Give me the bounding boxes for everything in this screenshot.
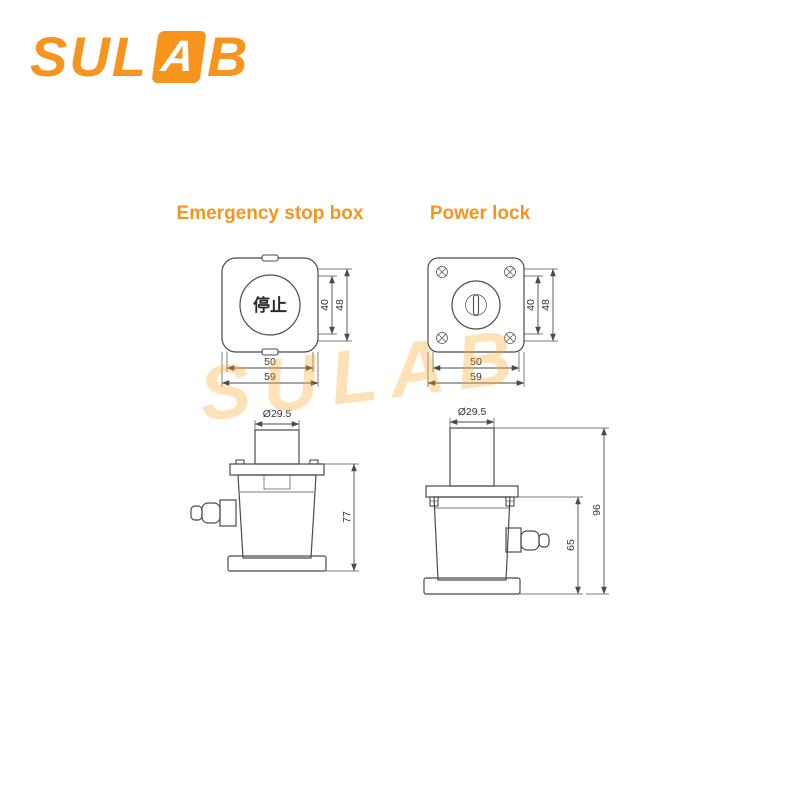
dimension-77-vertical: 77	[324, 463, 359, 572]
dim-40-label: 40	[525, 299, 537, 311]
dim-77-label: 77	[341, 511, 353, 523]
dim-59-label: 59	[264, 371, 276, 383]
diameter-dimension: Ø29.5	[254, 408, 300, 432]
dim-59-label: 59	[470, 371, 482, 383]
stop-box-top-view-drawing: 停止 40 48 50 59	[221, 254, 352, 387]
stop-button-label: 停止	[253, 295, 287, 315]
cable-gland	[505, 527, 550, 553]
emergency-stop-box-title: Emergency stop box	[176, 203, 364, 224]
dim-96-label: 96	[591, 504, 603, 516]
diameter-dimension: Ø29.5	[449, 406, 495, 430]
dimension-40-vertical: 40	[318, 275, 337, 335]
dim-50-label: 50	[470, 356, 482, 368]
corner-screws	[436, 266, 516, 344]
dimension-50-horizontal: 50	[432, 352, 520, 372]
stop-box-body-outline	[190, 429, 327, 572]
dim-48-label: 48	[540, 299, 552, 311]
dimension-59-horizontal: 59	[221, 352, 319, 387]
key-switch	[451, 280, 501, 330]
stop-box-enclosure-outline	[221, 254, 319, 356]
power-lock-top-view-drawing: 40 48 50 59	[427, 257, 558, 387]
stop-box-side-view-drawing: Ø29.5 77	[190, 408, 359, 572]
logo-text-suffix: B	[207, 25, 250, 88]
cable-gland	[190, 499, 237, 527]
power-lock-side-view-drawing: Ø29.5 65 96	[423, 406, 609, 595]
power-lock-enclosure-outline	[427, 257, 525, 353]
logo-text-prefix: SUL	[30, 25, 148, 88]
dim-40-label: 40	[319, 299, 331, 311]
dimension-96-vertical: 96	[494, 427, 609, 595]
diameter-label: Ø29.5	[458, 406, 487, 418]
dim-65-label: 65	[565, 539, 577, 551]
dimension-48-vertical: 48	[524, 268, 558, 342]
dimension-40-vertical: 40	[524, 275, 543, 335]
logo-boxed-letter: A	[151, 30, 207, 83]
dimension-65-vertical: 65	[518, 496, 583, 595]
dimension-48-vertical: 48	[318, 268, 352, 342]
power-lock-body-outline	[423, 427, 550, 595]
sulab-logo: SUL A B	[30, 24, 249, 89]
power-lock-title: Power lock	[429, 203, 531, 224]
dimension-50-horizontal: 50	[226, 352, 314, 372]
dimension-59-horizontal: 59	[427, 352, 525, 387]
diameter-label: Ø29.5	[263, 408, 292, 420]
dim-50-label: 50	[264, 356, 276, 368]
dim-48-label: 48	[334, 299, 346, 311]
